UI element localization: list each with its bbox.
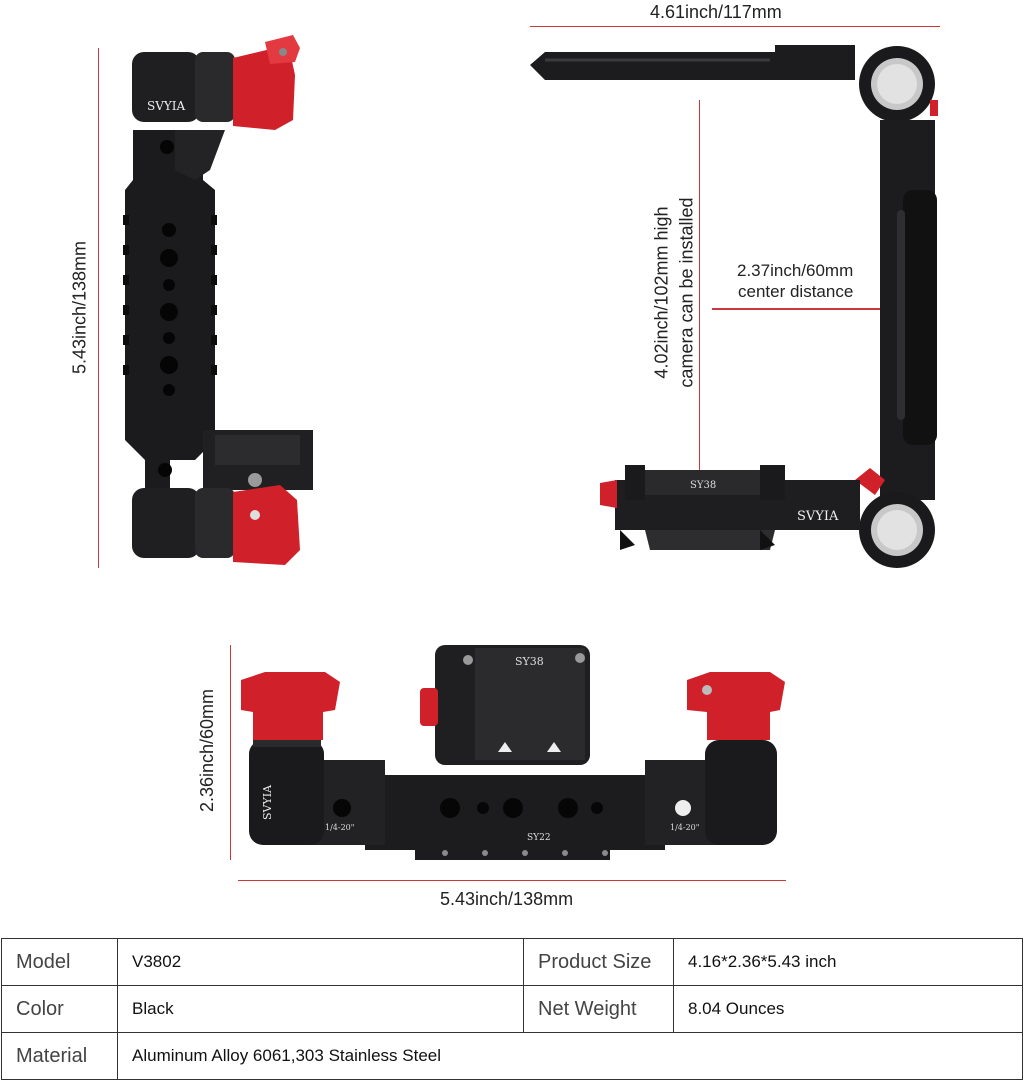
color-label: Color: [1, 985, 118, 1033]
bottom-height-label: 2.36inch/60mm: [197, 688, 217, 813]
side-height-line: [98, 48, 99, 568]
model-label: Model: [1, 938, 118, 986]
side-height-label: 5.43inch/138mm: [69, 240, 90, 375]
top-logo-text: SVYIA: [797, 509, 839, 524]
size-value: 4.16*2.36*5.43 inch: [673, 938, 1023, 986]
bottom-width-line: [238, 880, 786, 881]
center-distance-label-1: 2.37inch/60mm: [737, 261, 854, 280]
center-distance-label-2: center distance: [738, 282, 854, 301]
size-label: Product Size: [523, 938, 674, 986]
bottom-view-product: SY38 SY22 1/4-20" 1/4-20" SVYIA: [241, 645, 785, 860]
model-value: V3802: [117, 938, 524, 986]
bottom-width-label: 5.43inch/138mm: [440, 889, 574, 909]
bottom-logo-text: SVYIA: [261, 784, 274, 820]
top-width-line: [530, 26, 940, 27]
top-width-label: 4.61inch/117mm: [650, 2, 782, 22]
thread-label-right: 1/4-20": [670, 823, 699, 832]
bottom-plate-label: SY38: [515, 655, 544, 668]
thread-label-left: 1/4-20": [325, 823, 354, 832]
bottom-height-line: [230, 645, 231, 860]
color-value: Black: [117, 985, 524, 1033]
top-view-product: SY38 SVYIA: [530, 45, 938, 568]
weight-value: 8.04 Ounces: [673, 985, 1023, 1033]
table-row: Color Black Net Weight 8.04 Ounces: [1, 985, 1023, 1033]
weight-label: Net Weight: [523, 985, 674, 1033]
material-value: Aluminum Alloy 6061,303 Stainless Steel: [117, 1032, 1023, 1080]
rail-label: SY22: [527, 833, 551, 843]
material-label: Material: [1, 1032, 118, 1080]
camera-height-line: [699, 100, 700, 470]
table-row: Material Aluminum Alloy 6061,303 Stainle…: [1, 1032, 1023, 1080]
side-view-product: SVYIA: [123, 35, 313, 565]
top-plate-label: SY38: [690, 480, 716, 491]
spec-table: Model V3802 Product Size 4.16*2.36*5.43 …: [1, 938, 1023, 1080]
side-logo-text: SVYIA: [147, 99, 186, 113]
center-distance-line: [712, 308, 890, 310]
table-row: Model V3802 Product Size 4.16*2.36*5.43 …: [1, 938, 1023, 986]
